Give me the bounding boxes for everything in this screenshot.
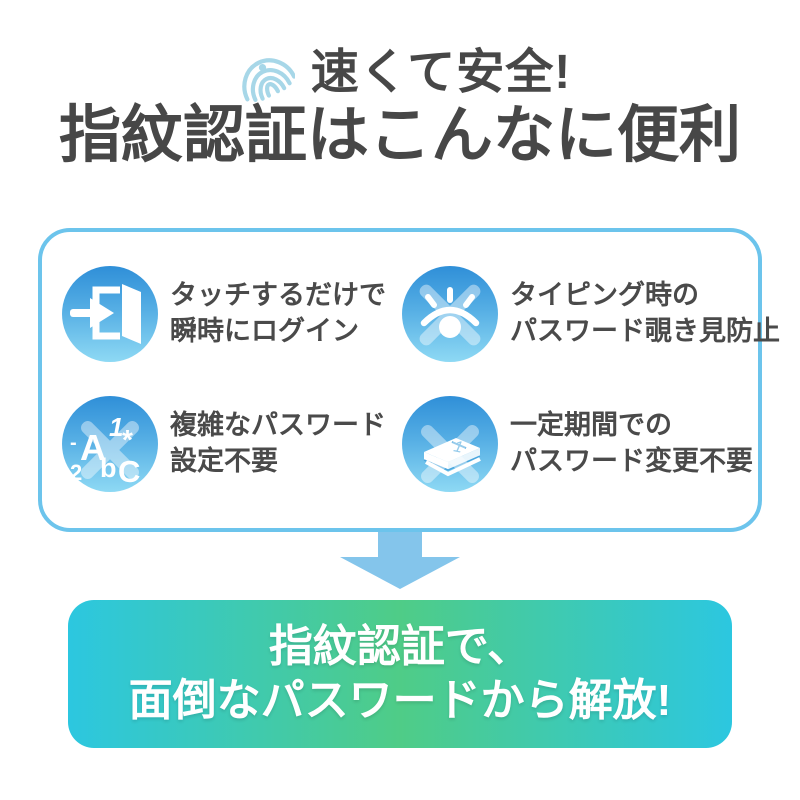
no-password-change-book-icon: 1 <box>402 396 498 492</box>
feature-no-complex-password: - A 1 * 2 b C <box>62 396 402 492</box>
svg-text:2: 2 <box>70 460 82 485</box>
feature-instant-login: タッチするだけで 瞬時にログイン <box>62 266 402 362</box>
svg-text:1: 1 <box>109 412 123 442</box>
svg-text:-: - <box>70 432 77 454</box>
feature-no-password-change: 1 一定期間での パスワード変更不要 <box>402 396 780 492</box>
feature-line: 複雑なパスワード <box>170 410 386 441</box>
svg-text:*: * <box>122 424 133 455</box>
svg-text:1: 1 <box>452 438 464 456</box>
feature-line: パスワード変更不要 <box>510 446 753 476</box>
banner-line-1: 指紋認証で、 <box>268 621 532 671</box>
feature-line: タイピング時の <box>510 280 699 311</box>
feature-line: 設定不要 <box>170 446 278 476</box>
features-box: タッチするだけで 瞬時にログイン <box>38 228 780 532</box>
conclusion-banner: 指紋認証で、 面倒なパスワードから解放! <box>68 600 732 748</box>
feature-line: タッチするだけで <box>170 280 386 311</box>
feature-text: タイピング時の パスワード覗き見防止 <box>510 278 780 350</box>
no-peeking-eye-icon <box>402 266 498 362</box>
page-title: 指紋認証はこんなに便利 <box>58 101 741 170</box>
svg-text:A: A <box>80 427 106 468</box>
feature-no-peeking: タイピング時の パスワード覗き見防止 <box>402 266 780 362</box>
feature-text: 一定期間での パスワード変更不要 <box>510 408 753 480</box>
svg-text:C: C <box>118 454 140 489</box>
features-grid: タッチするだけで 瞬時にログイン <box>42 232 780 528</box>
tagline-text: 速くて安全! <box>310 46 572 99</box>
feature-line: パスワード覗き見防止 <box>510 316 780 346</box>
arrow-down-icon <box>340 532 460 589</box>
feature-line: 瞬時にログイン <box>170 316 359 346</box>
fingerprint-icon <box>241 58 295 103</box>
no-complex-password-icon: - A 1 * 2 b C <box>62 396 158 492</box>
header-tagline-row: 速くて安全! <box>0 24 800 110</box>
instant-login-door-icon <box>62 266 158 362</box>
feature-text: タッチするだけで 瞬時にログイン <box>170 278 386 350</box>
banner-line-2: 面倒なパスワードから解放! <box>128 676 672 725</box>
feature-text: 複雑なパスワード 設定不要 <box>170 408 386 480</box>
svg-text:b: b <box>100 453 117 483</box>
feature-line: 一定期間での <box>510 410 672 441</box>
